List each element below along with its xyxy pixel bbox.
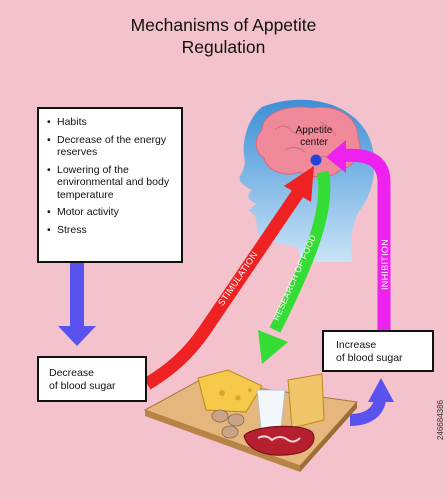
- factor-item: Decrease of the energy reserves: [47, 134, 175, 159]
- appetite-center-line-1: Appetite: [295, 125, 333, 136]
- decrease-blood-sugar-box: Decrease of blood sugar: [37, 356, 147, 402]
- down-arrow-left: [58, 262, 96, 346]
- inhibition-arrow: [339, 148, 391, 330]
- board-side: [300, 402, 357, 472]
- factor-item: Habits: [47, 116, 175, 129]
- decrease-line-1: Decrease: [49, 367, 94, 379]
- appetite-center-dot: [310, 154, 322, 166]
- curved-flow-arrowhead: [368, 378, 394, 402]
- inhibition-label: INHIBITION: [380, 238, 390, 290]
- meat-steak: [243, 425, 315, 456]
- factor-item: Stress: [47, 224, 175, 237]
- factor-item: Motor activity: [47, 206, 175, 219]
- stimulation-arrow: [143, 186, 306, 390]
- research-arrow: [269, 170, 331, 333]
- cheese-block: [287, 373, 325, 429]
- appetite-center-line-2: center: [300, 137, 328, 148]
- increase-line-2: of blood sugar: [336, 352, 403, 364]
- page-title: Mechanisms of Appetite Regulation: [0, 14, 447, 58]
- meat-marbling: [257, 435, 301, 443]
- mushroom: [211, 409, 229, 423]
- appetite-center-label: Appetite center: [280, 125, 348, 149]
- watermark-id: 246684386: [436, 399, 445, 440]
- title-line-1: Mechanisms of Appetite: [130, 15, 317, 35]
- board-edge: [145, 410, 300, 472]
- increase-blood-sugar-box: Increase of blood sugar: [322, 330, 434, 372]
- research-arrowhead: [258, 330, 288, 364]
- milk-glass: [256, 389, 286, 432]
- inhibition-arrowhead: [326, 140, 346, 173]
- mushroom: [227, 413, 245, 427]
- increase-line-1: Increase: [336, 339, 377, 351]
- title-line-2: Regulation: [181, 37, 266, 57]
- brain-folds: [274, 121, 338, 163]
- factor-item: Lowering of the environmental and body t…: [47, 164, 175, 202]
- factors-list: Habits Decrease of the energy reserves L…: [39, 109, 181, 236]
- cheese-wedge: [197, 369, 263, 413]
- mushroom: [221, 425, 239, 439]
- factors-box: Habits Decrease of the energy reserves L…: [37, 107, 183, 263]
- decrease-line-2: of blood sugar: [49, 380, 116, 392]
- curved-flow-arrow: [349, 398, 386, 426]
- stimulation-arrowhead: [284, 166, 314, 202]
